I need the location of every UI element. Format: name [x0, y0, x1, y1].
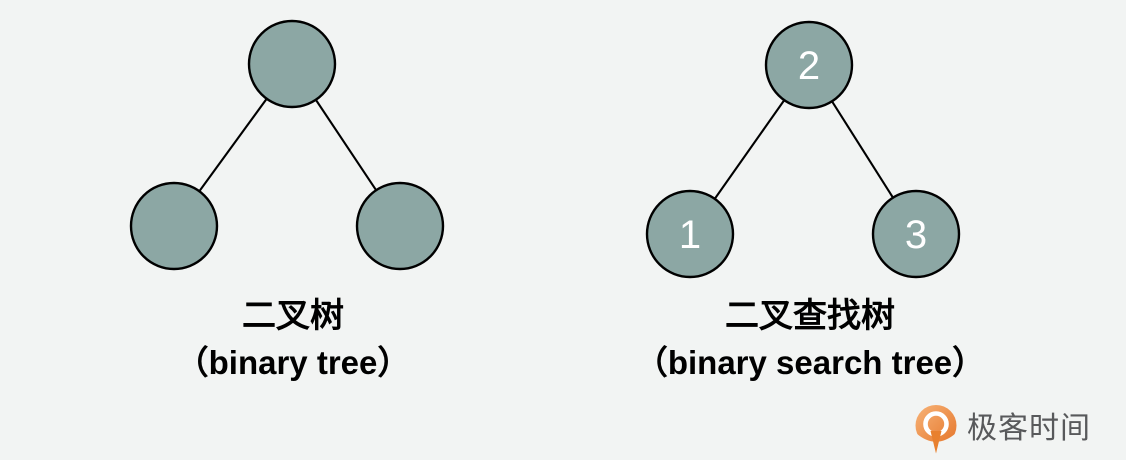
- binary-tree-caption: 二叉树 （binary tree）: [176, 299, 411, 379]
- tree-node-left-child: [645, 189, 735, 279]
- binary-tree-diagram: [129, 19, 445, 271]
- geektime-logo: 极客时间: [913, 404, 1091, 454]
- tree-node-root: [764, 20, 854, 110]
- tree-node-label: 1: [679, 213, 701, 257]
- binary-search-tree-caption-en: （binary search tree）: [634, 344, 986, 381]
- tree-node-root: [247, 19, 337, 109]
- binary-tree-caption-zh: 二叉树: [242, 297, 344, 335]
- binary-search-tree-diagram: 2 1 3: [645, 20, 961, 279]
- tree-node-right-child: [871, 189, 961, 279]
- pin-circle: [915, 405, 957, 446]
- tree-node-left-child: [129, 181, 219, 271]
- binary-search-tree-caption: 二叉查找树 （binary search tree）: [635, 299, 985, 379]
- binary-search-tree-caption-zh: 二叉查找树: [724, 297, 895, 335]
- binary-tree-caption-en: （binary tree）: [175, 344, 411, 381]
- pin-arrow: [930, 431, 942, 454]
- tree-node-label: 3: [905, 213, 927, 257]
- geektime-logo-text: 极客时间: [967, 412, 1091, 445]
- tree-node-right-child: [355, 181, 445, 271]
- geektime-pin-icon: [915, 405, 957, 454]
- tree-node-label: 2: [798, 44, 820, 88]
